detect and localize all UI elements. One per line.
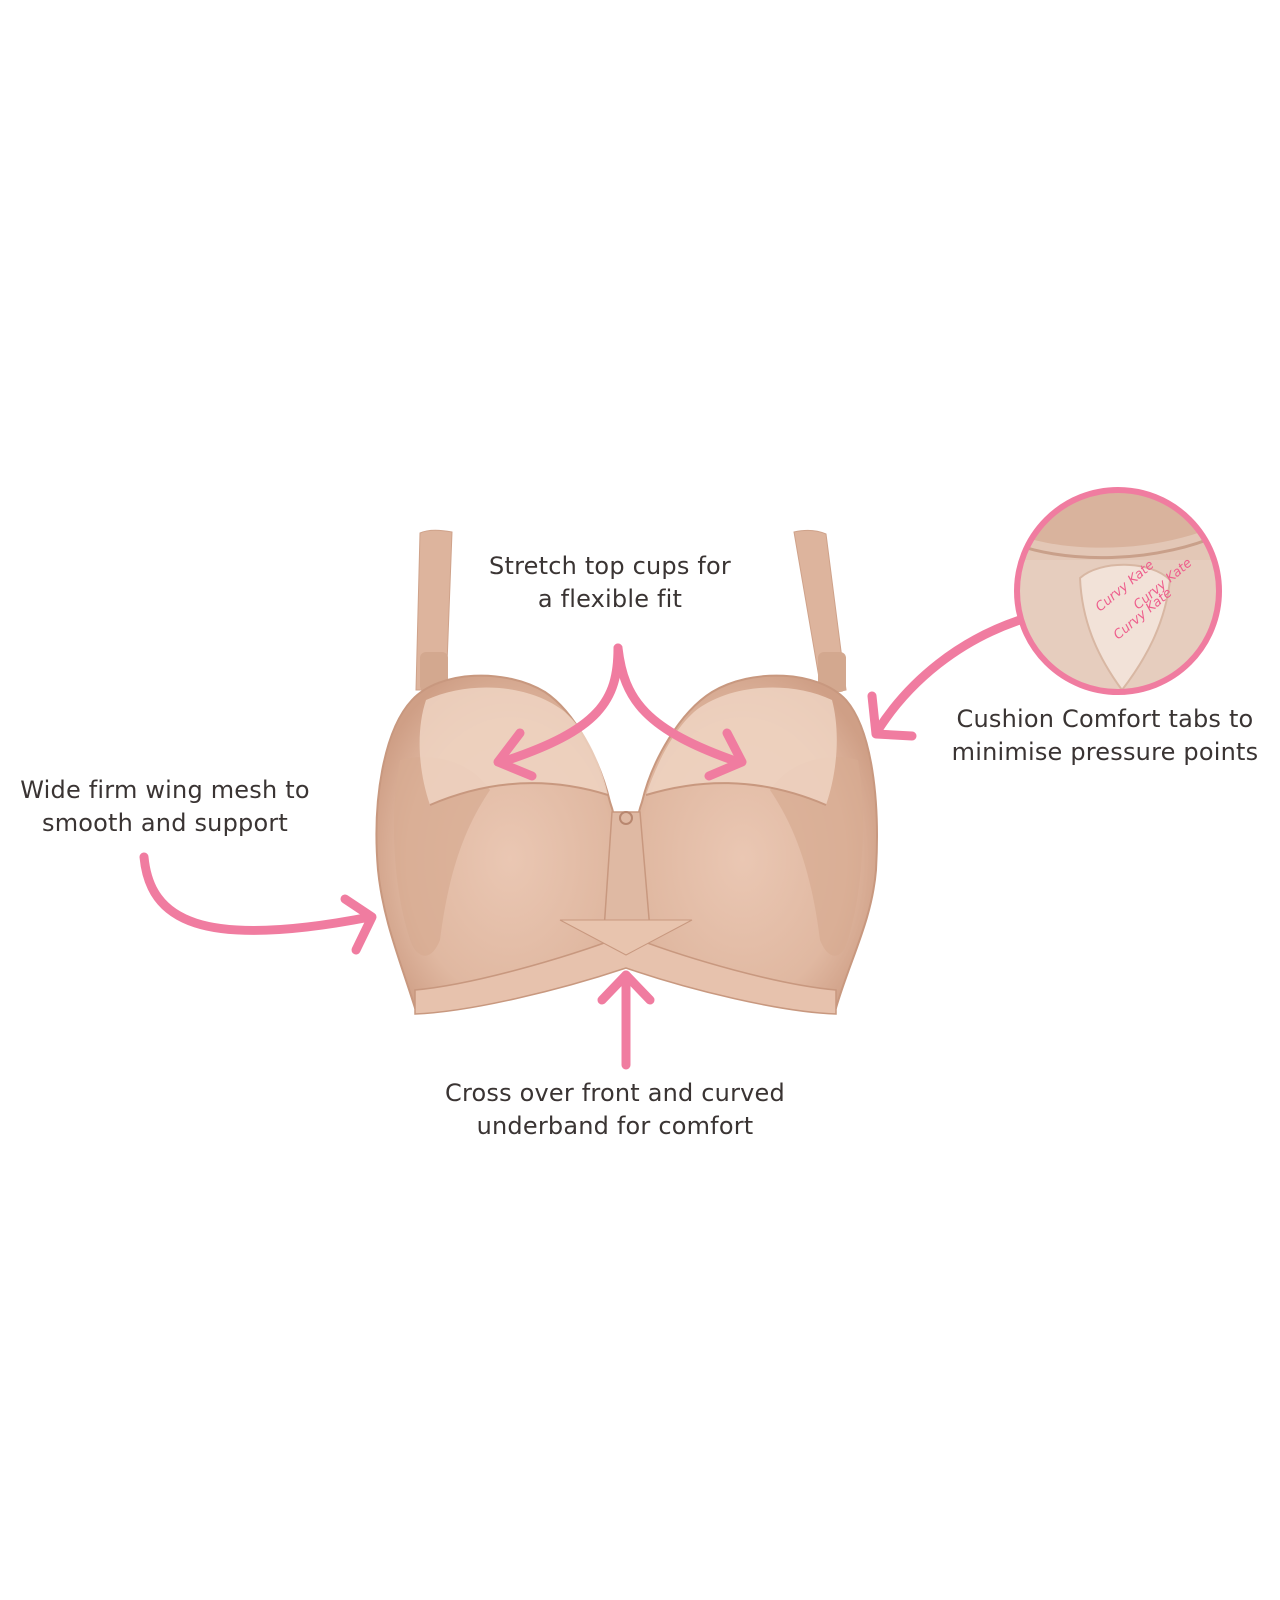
right-strap-connector <box>818 652 846 692</box>
stretch-arrow-right <box>613 643 743 767</box>
cross-arrowhead <box>597 970 655 1005</box>
underband <box>414 934 837 1015</box>
cross-over-label: Cross over front and curved underband fo… <box>430 1077 800 1143</box>
wing-mesh-line1: Wide firm wing mesh to <box>20 776 310 804</box>
left-wing-mesh <box>393 757 490 956</box>
center-ring <box>619 811 633 825</box>
stretch-top-cups-line1: Stretch top cups for <box>489 552 731 580</box>
bra-illustration <box>375 529 878 1015</box>
cushion-comfort-line2: minimise pressure points <box>951 738 1259 766</box>
wing-mesh-label: Wide firm wing mesh to smooth and suppor… <box>0 774 330 840</box>
cushion-comfort-line1: Cushion Comfort tabs to <box>956 705 1254 733</box>
inset-ring <box>1014 487 1222 695</box>
cushion-arrow <box>873 615 1025 735</box>
cross-over-line2: underband for comfort <box>476 1112 754 1140</box>
right-top-mesh <box>646 687 837 805</box>
cushion-arrowhead <box>867 691 917 741</box>
stretch-top-cups-line2: a flexible fit <box>537 585 683 613</box>
wing-arrow <box>139 852 375 936</box>
wing-mesh-line2: smooth and support <box>41 809 289 837</box>
right-wing-mesh <box>770 757 863 956</box>
cushion-comfort-label: Cushion Comfort tabs to minimise pressur… <box>940 703 1270 769</box>
wing-arrowhead <box>340 894 377 955</box>
stretch-arrowhead-right <box>704 728 747 781</box>
magnified-tab-detail: Curvy Kate Curvy Kate Curvy Kate <box>1014 487 1222 695</box>
stretch-top-cups-label: Stretch top cups for a flexible fit <box>460 550 760 616</box>
stretch-arrowhead-left <box>493 728 537 781</box>
cross-over-line1: Cross over front and curved <box>445 1079 785 1107</box>
